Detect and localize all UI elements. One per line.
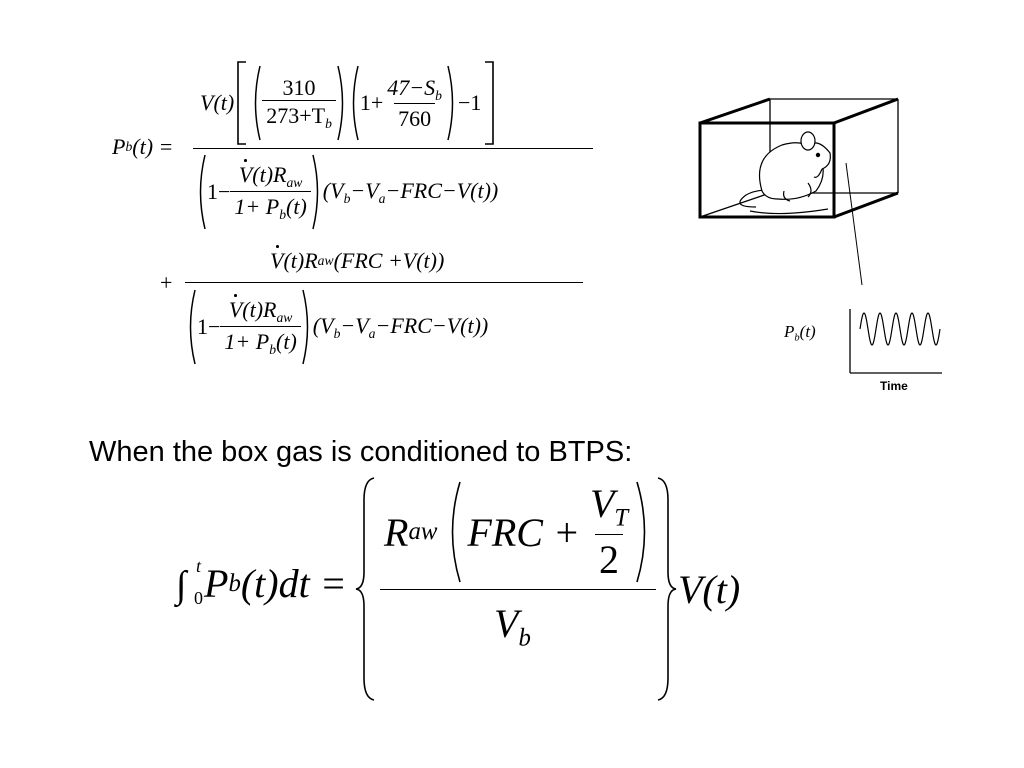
eq1-lhs-arg: (t) = (132, 134, 174, 159)
flow-fraction-2-num: V(t)Raw (228, 294, 293, 325)
eq1-one-minus: 1− (207, 179, 231, 204)
left-paren-icon (255, 65, 261, 141)
integral-sign: ∫ t 0 (176, 556, 203, 608)
eq2-rhs: V(t) (678, 567, 741, 612)
right-paren-icon (636, 481, 646, 583)
eq1-term2-fraction-bar (185, 282, 583, 283)
pressure-wave (859, 312, 941, 346)
left-paren-icon (352, 65, 359, 141)
pressure-trace-plot (849, 309, 942, 374)
right-paren-icon (337, 65, 344, 141)
right-paren-icon (302, 289, 308, 365)
flow-fraction-num: V(t)Raw (238, 159, 303, 190)
volume-difference-2: (Vb−Va−FRC−V(t)) (312, 312, 489, 341)
eq1-term1-denominator: 1− V(t)Raw 1+ Pb(t) (Vb−Va−FRC−V(t)) (195, 152, 498, 232)
eq1-minus-one: −1 (457, 90, 482, 115)
volume-difference: (Vb−Va−FRC−V(t)) (322, 177, 499, 206)
flow-fraction-2-den: 1+ Pb(t) (220, 325, 301, 357)
eq2-denominator: Vb (494, 601, 531, 652)
eq1-lhs-sub: b (125, 139, 133, 154)
right-brace-icon (657, 477, 677, 701)
eq1-lhs-symbol: P (112, 134, 126, 159)
box-front-face (698, 97, 899, 219)
left-paren-icon (199, 154, 206, 230)
mouse-icon (739, 131, 831, 215)
flow-fraction: V(t)Raw 1+ Pb(t) (230, 159, 311, 222)
integral-lower: 0 (194, 588, 203, 608)
right-bracket-icon (485, 61, 495, 145)
left-paren-icon (452, 481, 462, 583)
fraction-47: 47−Sb 760 (383, 75, 446, 132)
fraction-47-num: 47−Sb (387, 74, 442, 103)
eq1-one-plus: 1+ (359, 90, 384, 115)
fraction-47-den: 760 (394, 103, 436, 131)
integral-upper: t (196, 556, 202, 576)
fraction-310: 310 273+Tb (262, 75, 336, 132)
plethysmograph-box (698, 97, 899, 286)
fraction-310-den: 273+Tb (262, 99, 336, 131)
pressure-pointer-line (845, 162, 863, 286)
right-paren-icon (312, 154, 318, 230)
eq1-volume: V(t) (200, 90, 235, 115)
flow-fraction-2: V(t)Raw 1+ Pb(t) (220, 294, 301, 357)
eq1-plus: + (160, 270, 173, 295)
btps-caption: When the box gas is conditioned to BTPS: (89, 436, 633, 468)
eq2-fraction-bar (380, 589, 656, 590)
eq1-one-minus-2: 1− (197, 314, 221, 339)
eq1-term1-numerator: V(t) 310 273+Tb 1+ 47−Sb 760 −1 (200, 60, 497, 146)
left-brace-icon (355, 477, 375, 701)
trace-time-label: Time (880, 379, 908, 393)
left-paren-icon (189, 289, 196, 365)
right-paren-icon (447, 65, 454, 141)
eq1-term2-denominator: 1− V(t)Raw 1+ Pb(t) (Vb−Va−FRC−V(t)) (185, 287, 488, 367)
left-bracket-icon (237, 61, 247, 145)
eq1-term1-fraction-bar (193, 148, 593, 149)
fraction-310-num: 310 (282, 74, 316, 100)
flow-fraction-den: 1+ Pb(t) (230, 190, 311, 222)
trace-label: Pb(t) (784, 322, 816, 344)
vt-over-two: VT 2 (589, 481, 629, 582)
